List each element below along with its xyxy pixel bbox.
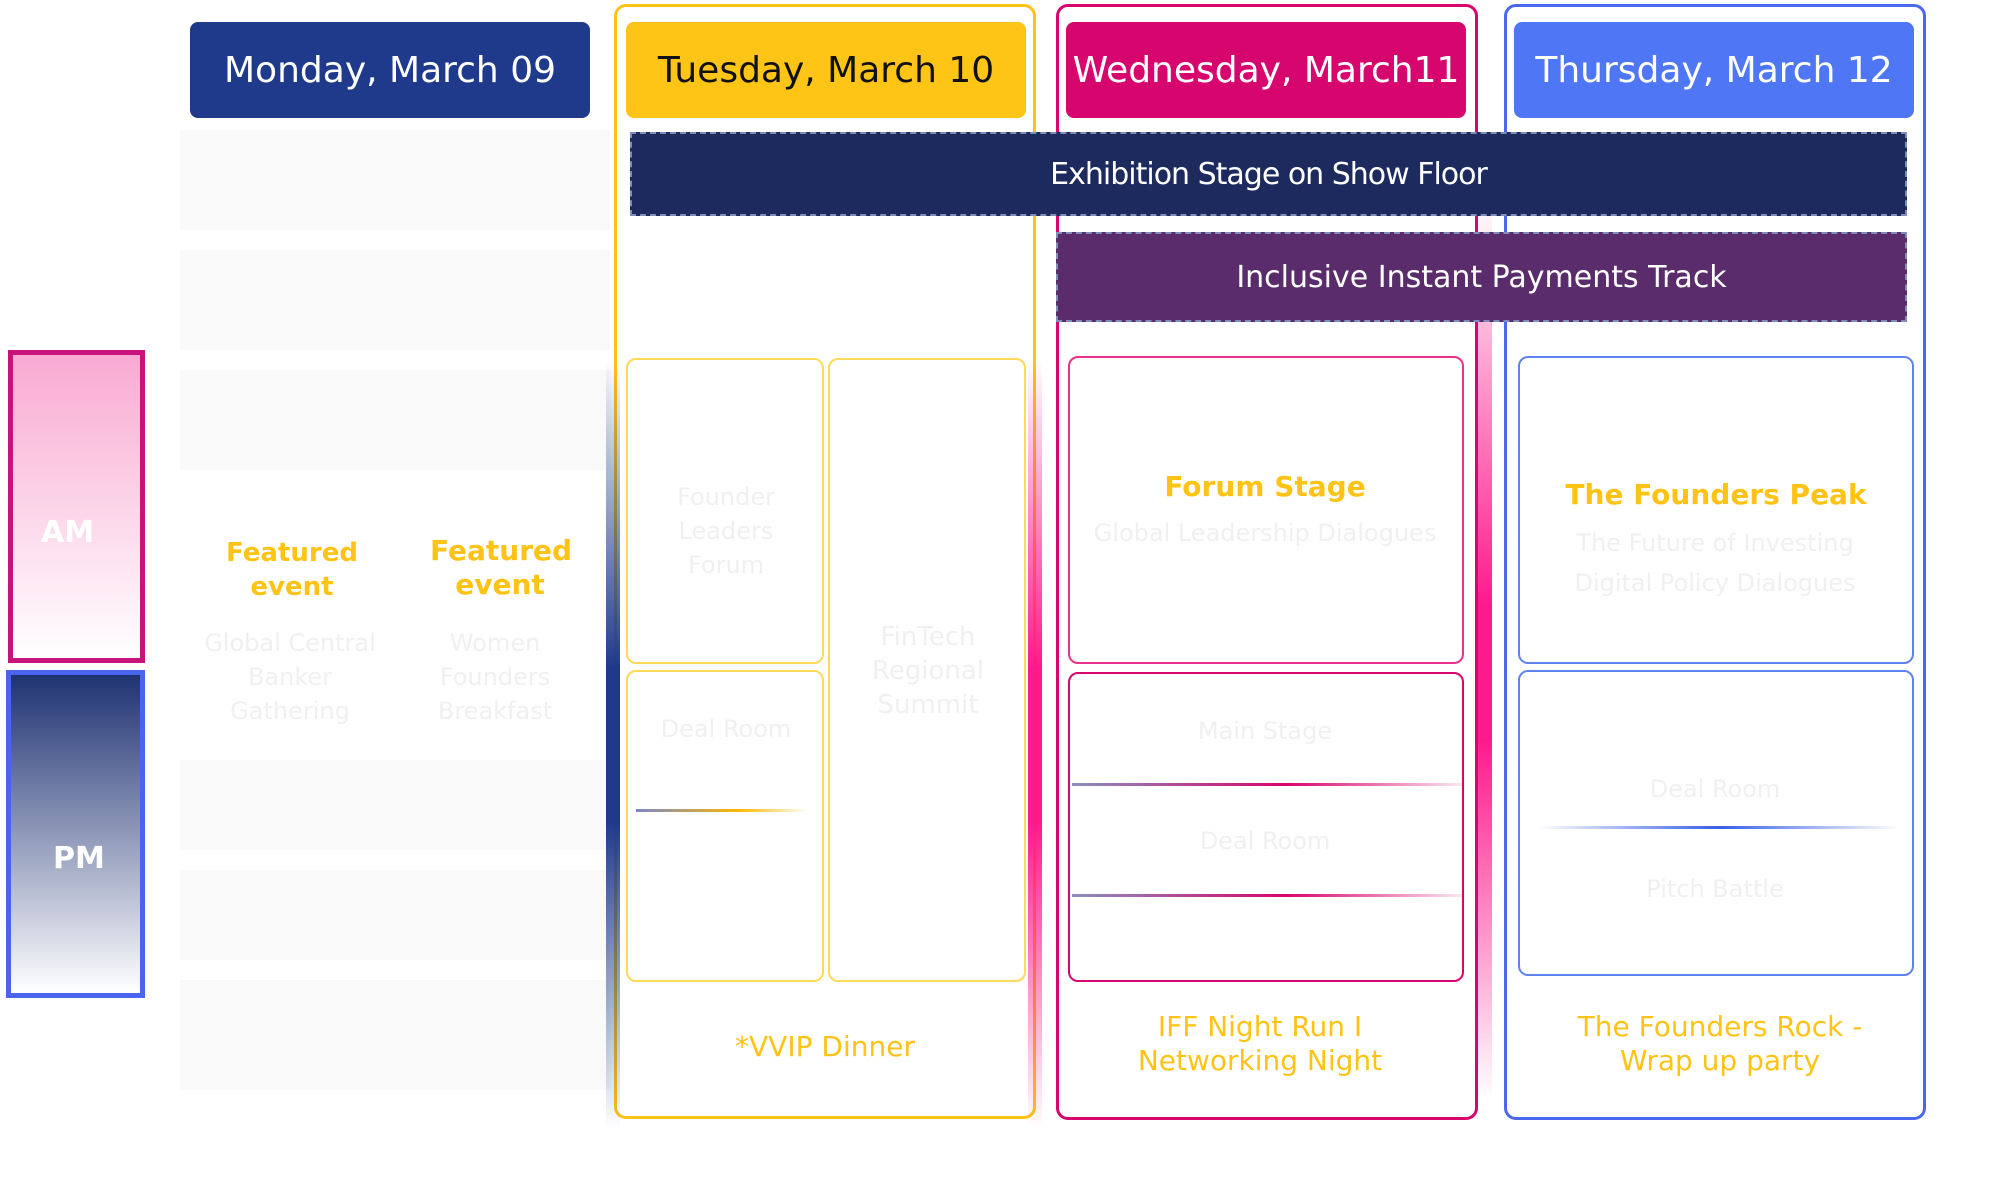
wednesday-faint-a: Main Stage [1197, 717, 1333, 745]
founders-peak-title: The Founders Peak [1565, 478, 1867, 511]
divider-line [636, 809, 808, 812]
thursday-faint-a: Deal Room [1649, 775, 1781, 803]
row-band [180, 370, 610, 470]
monday-faint-right: Women Founders Breakfast [437, 629, 553, 725]
exhibition-stage-banner: Exhibition Stage on Show Floor [630, 132, 1907, 216]
wednesday-forum-stage-box: Forum Stage Global Leadership Dialogues [1068, 356, 1464, 664]
separator-bar [1028, 360, 1042, 1130]
day-header-monday: Monday, March 09 [190, 22, 590, 118]
am-block: AM [8, 350, 145, 663]
day-header-thursday: Thursday, March 12 [1514, 22, 1914, 118]
thursday-founders-peak-box: The Founders Peak The Future of Investin… [1518, 356, 1914, 664]
pm-label: PM [53, 841, 105, 876]
tuesday-faint-top-left: Founder Leaders Forum [677, 483, 775, 579]
tuesday-session-top-left: Founder Leaders Forum [626, 358, 824, 664]
wednesday-faint-b: Deal Room [1199, 827, 1331, 855]
day-header-tuesday: Tuesday, March 10 [626, 22, 1026, 118]
divider-line [1538, 826, 1900, 829]
monday-faint-left: Global Central Banker Gathering [204, 629, 376, 725]
tuesday-footer-event: *VVIP Dinner [735, 1030, 915, 1063]
separator-bar [1478, 200, 1492, 1100]
thursday-column [1504, 4, 1926, 1120]
inclusive-payments-banner: Inclusive Instant Payments Track [1056, 232, 1907, 322]
thursday-faint-b: Pitch Battle [1646, 875, 1784, 903]
monday-featured-event-left: Featured event [226, 538, 358, 602]
row-band [180, 250, 610, 350]
am-label: AM [41, 515, 95, 550]
tuesday-faint-right: FinTech Regional Summit [871, 622, 985, 720]
forum-stage-title: Forum Stage [1164, 470, 1366, 503]
wednesday-footer-event: IFF Night Run I Networking Night [1137, 1010, 1383, 1077]
forum-stage-faint: Global Leadership Dialogues [1093, 519, 1437, 547]
monday-featured-event-right: Featured event [430, 534, 573, 601]
row-band [180, 130, 610, 230]
wednesday-session-lower: Main Stage Deal Room [1068, 672, 1464, 982]
pm-block: PM [6, 670, 145, 998]
tuesday-session-bottom-left: Deal Room [626, 670, 824, 982]
thursday-session-lower: Deal Room Pitch Battle [1518, 670, 1914, 976]
founders-peak-faint-2: Digital Policy Dialogues [1574, 569, 1856, 597]
divider-line [1072, 894, 1462, 897]
founders-peak-faint-1: The Future of Investing [1576, 529, 1854, 557]
row-band [180, 870, 610, 960]
row-band [180, 980, 610, 1090]
row-band [180, 760, 610, 850]
tuesday-session-right: FinTech Regional Summit [828, 358, 1026, 982]
divider-line [1072, 783, 1462, 786]
tuesday-faint-bottom-left: Deal Room [660, 715, 792, 743]
thursday-footer-event: The Founders Rock - Wrap up party [1577, 1010, 1863, 1077]
wednesday-column [1056, 4, 1478, 1120]
day-header-wednesday: Wednesday, March11 [1066, 22, 1466, 118]
separator-bar [606, 360, 620, 1130]
